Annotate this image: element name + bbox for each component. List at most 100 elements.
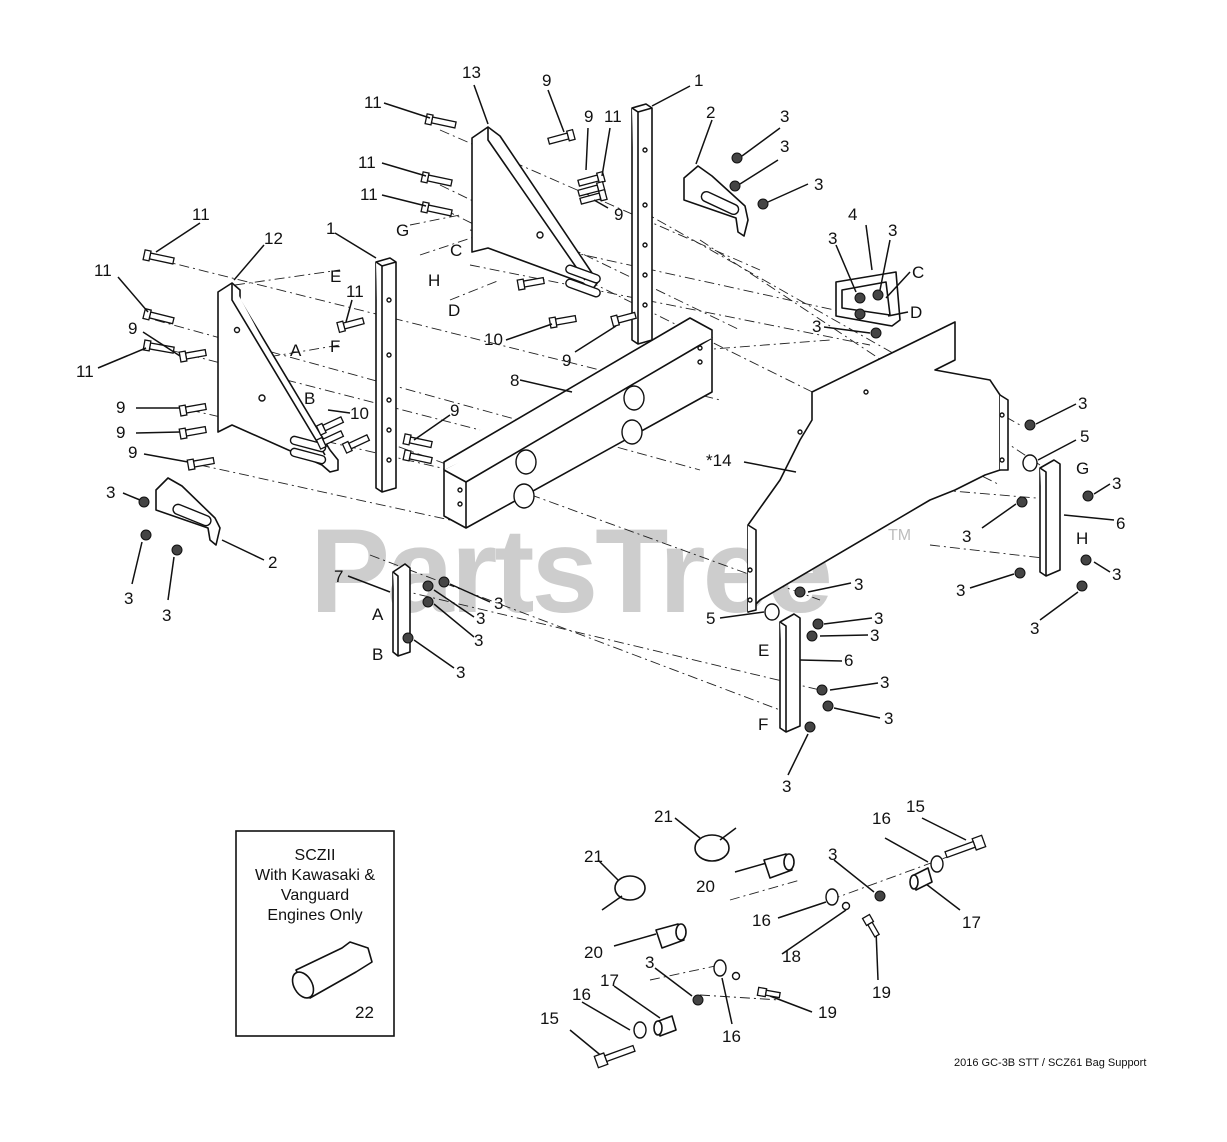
inset-line-4: Engines Only <box>267 907 362 924</box>
callout-3: 3 <box>474 631 483 650</box>
inset-line-3: Vanguard <box>281 887 349 904</box>
letter-f: F <box>758 715 768 734</box>
callout-3: 3 <box>162 606 171 625</box>
callout-20: 20 <box>696 877 715 896</box>
callout-3: 3 <box>828 229 837 248</box>
callout-9: 9 <box>128 443 137 462</box>
letter-a: A <box>372 605 384 624</box>
callout-labels: 13 9 1 2 3 3 3 11 9 11 11 11 9 4 3 3 11 … <box>76 63 1125 1046</box>
callout-3: 3 <box>780 137 789 156</box>
callout-9: 9 <box>116 398 125 417</box>
callout-5: 5 <box>706 609 715 628</box>
letter-d: D <box>448 301 460 320</box>
slot-bracket-2-right <box>683 165 749 237</box>
callout-3: 3 <box>884 709 893 728</box>
callout-10: 10 <box>350 404 369 423</box>
clip-bracket-4 <box>835 271 901 327</box>
callout-9: 9 <box>614 205 623 224</box>
washer-icon <box>930 855 944 873</box>
callout-1: 1 <box>694 71 703 90</box>
washer-icon <box>825 888 839 906</box>
letter-d: D <box>910 303 922 322</box>
callout-2: 2 <box>706 103 715 122</box>
callout-2: 2 <box>268 553 277 572</box>
callout-3: 3 <box>106 483 115 502</box>
callout-18: 18 <box>782 947 801 966</box>
callout-11: 11 <box>76 362 94 381</box>
callout-10: 10 <box>484 330 503 349</box>
callout-16: 16 <box>722 1027 741 1046</box>
spacer-icon <box>909 867 933 891</box>
callout-3: 3 <box>854 575 863 594</box>
slot-bracket-2-left <box>155 477 221 546</box>
callout-3: 3 <box>645 953 654 972</box>
callout-3: 3 <box>476 609 485 628</box>
hitch-pin-icon <box>601 875 646 911</box>
callout-17: 17 <box>962 913 981 932</box>
washer-icon <box>1022 454 1038 472</box>
spacer-icon <box>655 923 687 949</box>
letter-b: B <box>304 389 315 408</box>
callout-9: 9 <box>128 319 137 338</box>
callout-3: 3 <box>1030 619 1039 638</box>
washer-icon <box>764 603 780 621</box>
callout-12: 12 <box>264 229 283 248</box>
hex-bolt-icon <box>944 834 987 859</box>
callout-9: 9 <box>584 107 593 126</box>
callout-9: 9 <box>116 423 125 442</box>
hex-bolt-icon <box>756 986 781 999</box>
bar-6-lower <box>779 613 801 733</box>
leader-lines <box>97 84 1115 1059</box>
bracket-13 <box>471 126 601 298</box>
tube-1-right <box>631 103 653 345</box>
inset-box: SCZII With Kawasaki & Vanguard Engines O… <box>235 830 395 1037</box>
callout-16: 16 <box>752 911 771 930</box>
callout-11: 11 <box>364 93 382 112</box>
callout-17: 17 <box>600 971 619 990</box>
spacer-icon <box>763 853 795 879</box>
callout-5: 5 <box>1080 427 1089 446</box>
callout-3: 3 <box>828 845 837 864</box>
callout-1: 1 <box>326 219 335 238</box>
callout-21: 21 <box>654 807 673 826</box>
callout-13: 13 <box>462 63 481 82</box>
letter-b: B <box>372 645 383 664</box>
callout-3: 3 <box>962 527 971 546</box>
watermark-tm: TM <box>888 527 911 544</box>
callout-16: 16 <box>872 809 891 828</box>
callout-3: 3 <box>888 221 897 240</box>
callout-9: 9 <box>542 71 551 90</box>
callout-3: 3 <box>956 581 965 600</box>
callout-3: 3 <box>1112 565 1121 584</box>
callout-3: 3 <box>880 673 889 692</box>
hitch-pin-icon <box>694 827 737 862</box>
spacer-icon <box>653 1015 677 1037</box>
callout-11: 11 <box>604 107 622 126</box>
callout-22: 22 <box>355 1003 374 1022</box>
support-plate-14 <box>747 321 1009 613</box>
letter-g: G <box>396 221 409 240</box>
hex-bolt-icon <box>593 1044 636 1069</box>
letter-h: H <box>1076 529 1088 548</box>
inset-line-1: SCZII <box>295 847 336 864</box>
hardware-lower <box>593 827 987 1069</box>
callout-4: 4 <box>848 205 857 224</box>
letter-h: H <box>428 271 440 290</box>
callout-11: 11 <box>358 153 376 172</box>
letter-a: A <box>290 341 302 360</box>
bar-6-right <box>1039 459 1061 577</box>
callout-6: 6 <box>1116 514 1125 533</box>
callout-14: *14 <box>706 451 732 470</box>
letter-c: C <box>450 241 462 260</box>
callout-3: 3 <box>780 107 789 126</box>
washer-icon <box>633 1021 647 1039</box>
washer-icon <box>713 959 727 977</box>
callout-3: 3 <box>124 589 133 608</box>
callout-16: 16 <box>572 985 591 1004</box>
diagram-caption: 2016 GC-3B STT / SCZ61 Bag Support <box>954 1057 1146 1069</box>
hex-bolts <box>142 113 637 471</box>
bracket-12 <box>217 282 339 473</box>
tube-1-left <box>375 257 397 493</box>
callout-3: 3 <box>1112 474 1121 493</box>
